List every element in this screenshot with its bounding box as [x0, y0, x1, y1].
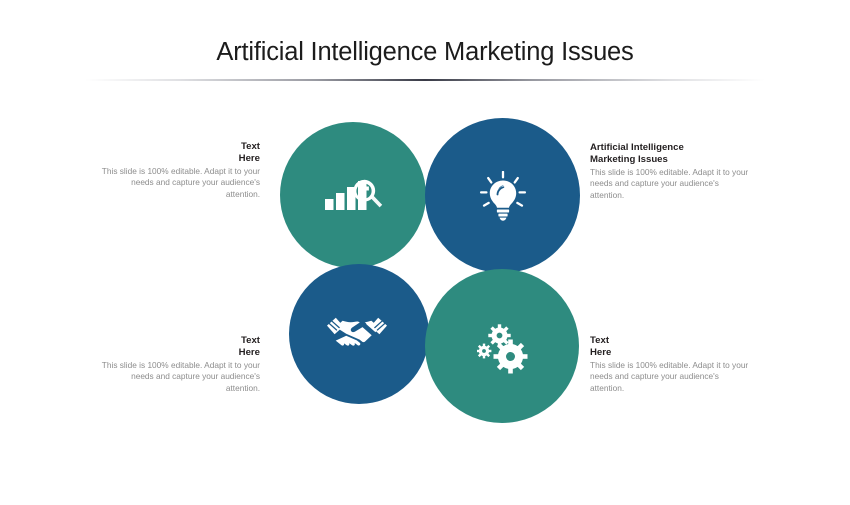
bubble-bottom-right[interactable]	[425, 269, 579, 423]
callout-top-left-body: This slide is 100% editable. Adapt it to…	[101, 166, 260, 199]
bar-chart-magnifier-icon	[325, 171, 383, 217]
callout-bottom-right: Text Here This slide is 100% editable. A…	[590, 335, 752, 394]
callout-top-right-body: This slide is 100% editable. Adapt it to…	[590, 167, 749, 200]
handshake-icon	[326, 315, 388, 355]
bubble-bottom-left[interactable]	[289, 264, 429, 404]
title-divider	[85, 79, 765, 81]
gears-settings-icon	[477, 324, 531, 374]
callout-top-left: Text Here This slide is 100% editable. A…	[98, 141, 260, 200]
callout-bottom-right-body: This slide is 100% editable. Adapt it to…	[590, 360, 749, 393]
lightbulb-idea-icon	[478, 170, 528, 223]
callout-bottom-right-heading: Text Here	[590, 335, 612, 358]
callout-top-left-heading: Text Here	[238, 141, 260, 164]
bubble-top-left[interactable]	[280, 122, 426, 268]
callout-top-right: Artificial Intelligence Marketing Issues…	[590, 142, 752, 201]
callout-bottom-left-body: This slide is 100% editable. Adapt it to…	[101, 360, 260, 393]
venn-bubble-cluster	[280, 118, 580, 423]
page-title: Artificial Intelligence Marketing Issues	[216, 38, 634, 66]
callout-bottom-left-heading: Text Here	[238, 335, 260, 358]
callout-top-right-heading: Artificial Intelligence Marketing Issues	[590, 142, 684, 165]
bubble-top-right[interactable]	[425, 118, 580, 273]
callout-bottom-left: Text Here This slide is 100% editable. A…	[98, 335, 260, 394]
